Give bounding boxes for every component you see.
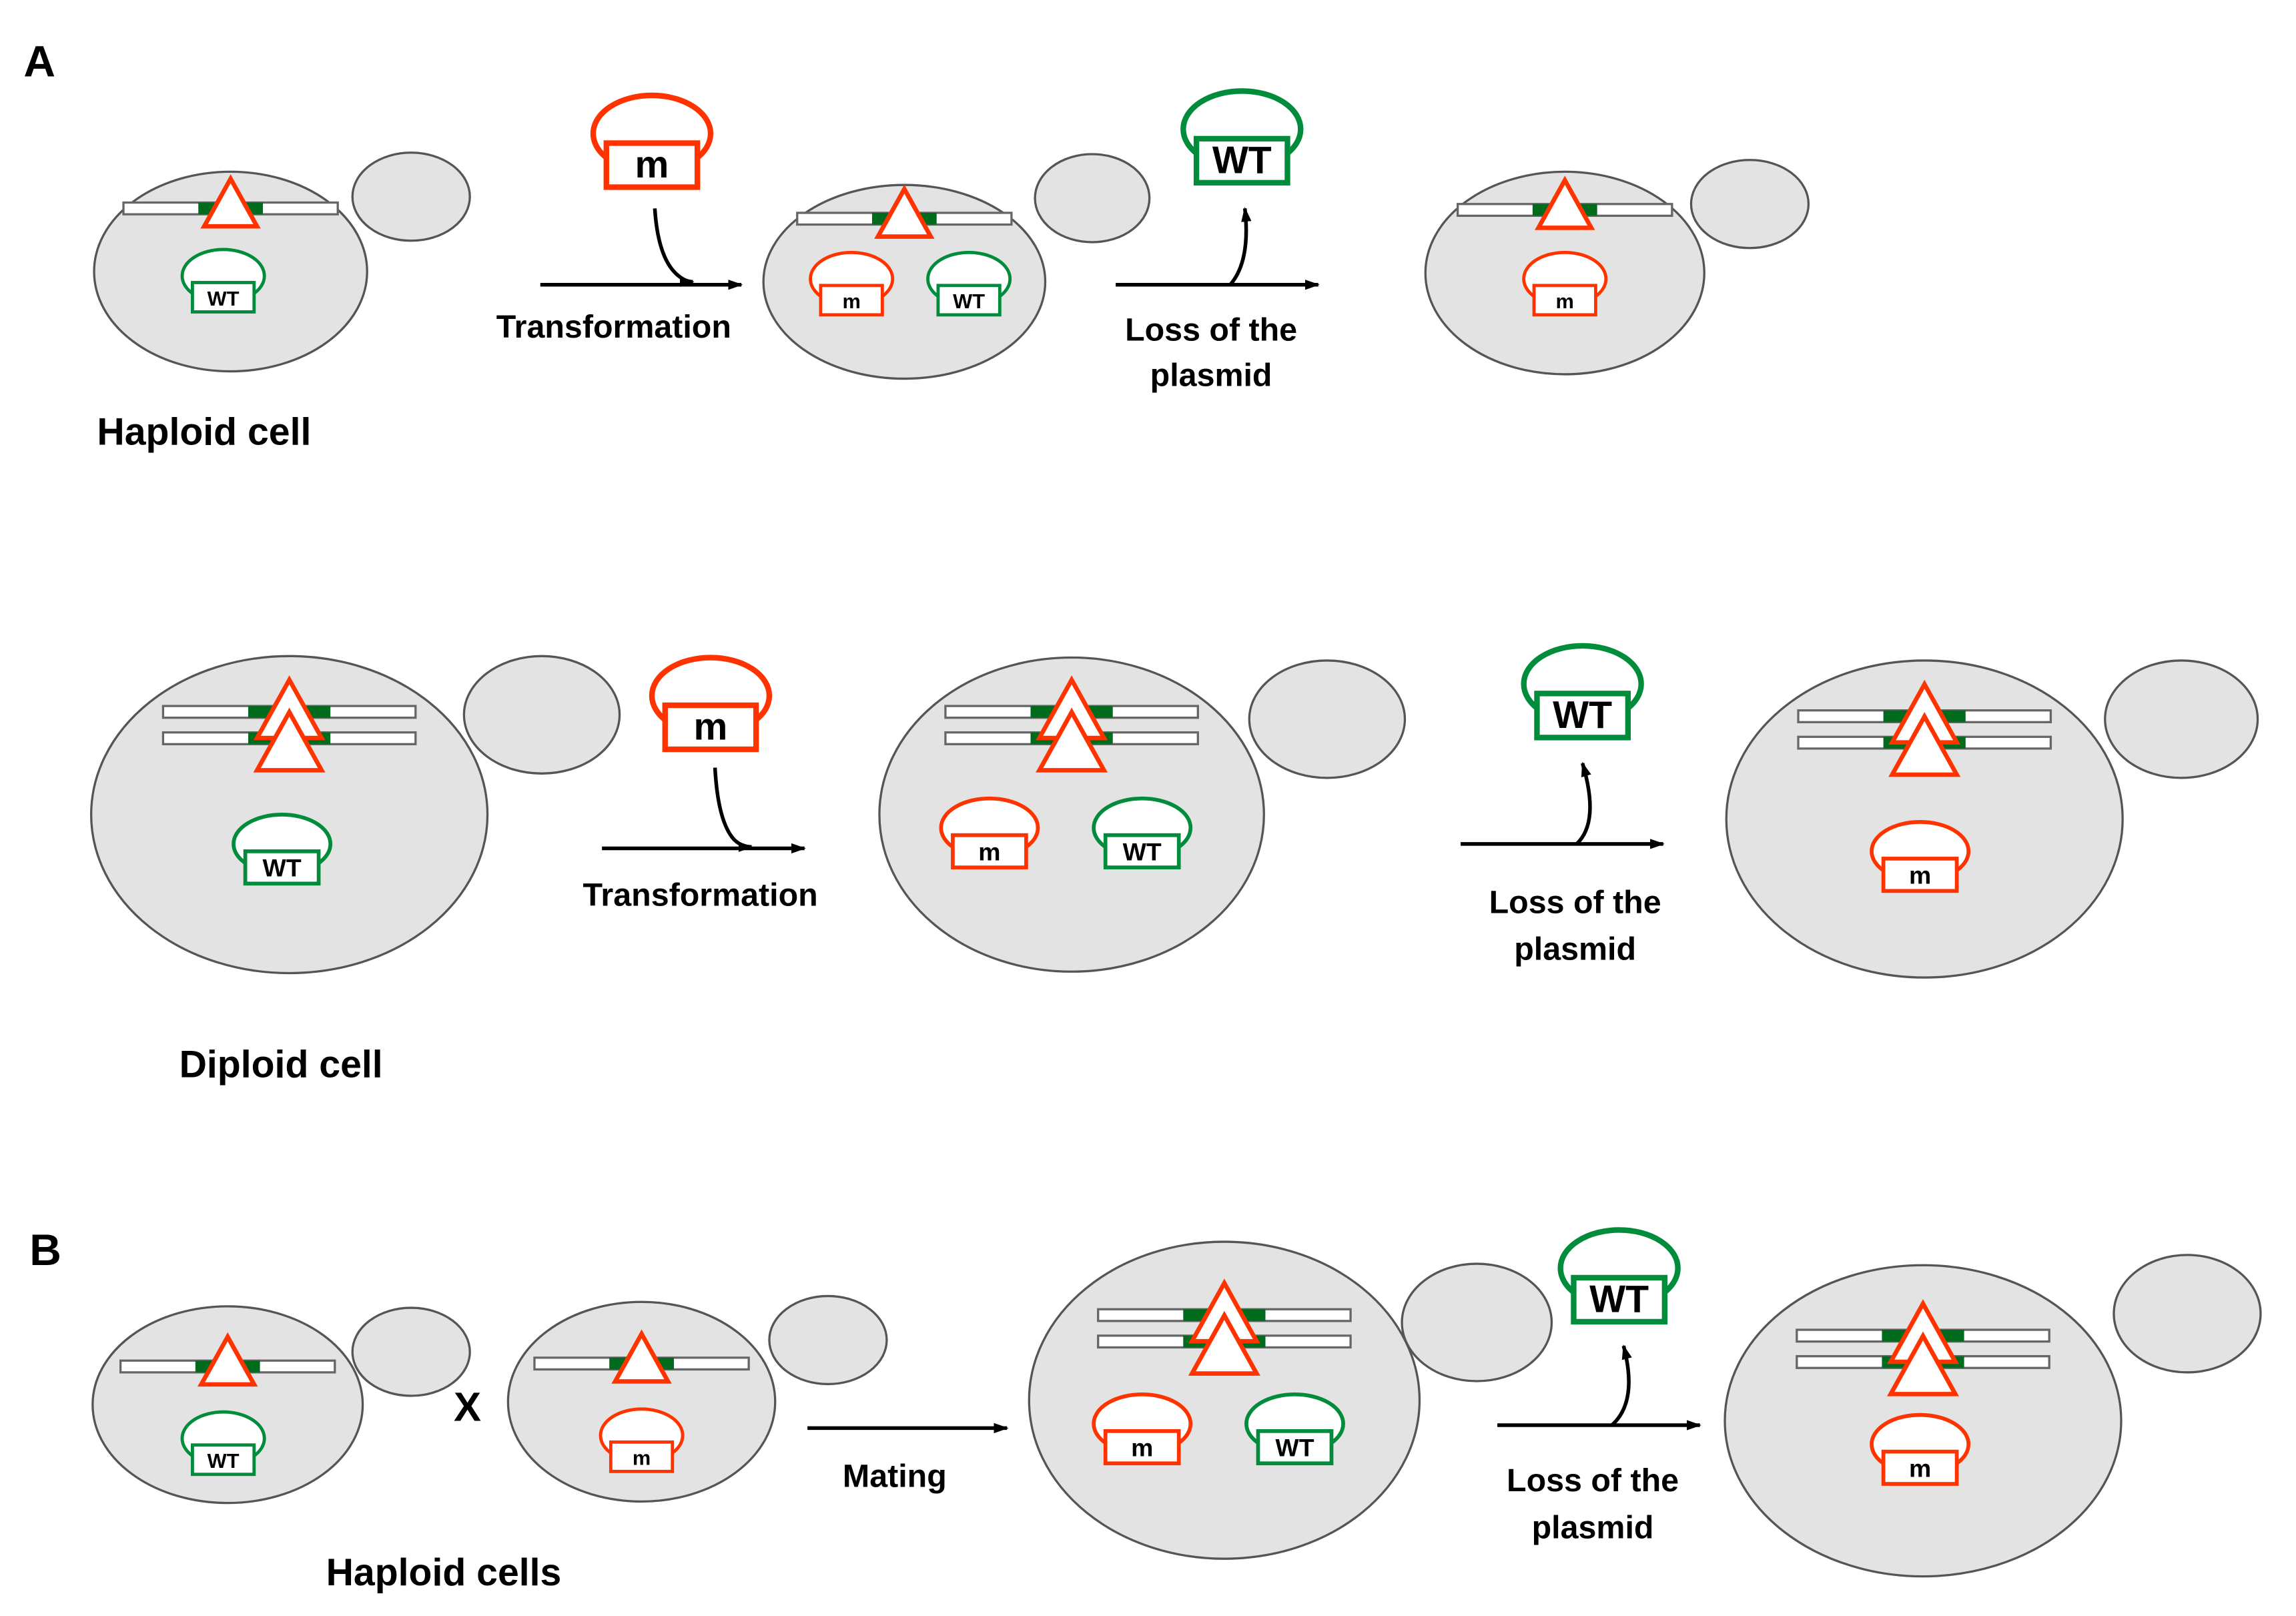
plasmid-wt-label: WT <box>1275 1434 1314 1462</box>
bud <box>1689 159 1810 250</box>
plasmid-wt-label: WT <box>953 290 985 313</box>
step-transformation-1: Transformation <box>496 309 731 345</box>
deletion-triangle <box>1535 175 1595 230</box>
step-loss-2-line1: Loss of the <box>1489 884 1661 920</box>
plasmid-mutant: m <box>809 250 895 317</box>
plasmid-wild-type: WT <box>1092 796 1193 869</box>
bud <box>1401 1262 1553 1382</box>
diploid-yeast-cell: m <box>1725 659 2259 979</box>
plasmid-m-label: m <box>842 290 860 313</box>
process-arrows <box>540 207 1701 1434</box>
deletion-triangle <box>1036 707 1108 773</box>
plasmid-wild-type: WT <box>1557 1227 1681 1325</box>
plasmid-mutant: m <box>590 92 714 190</box>
curve-out-3 <box>1610 1344 1632 1427</box>
panel-b-label: B <box>29 1225 61 1274</box>
plasmid-wt-label: WT <box>1589 1278 1649 1320</box>
plasmid-m-label: m <box>633 1447 651 1470</box>
diploid-yeast-cell: WT <box>89 655 621 975</box>
haploid-yeast-cell: m WT <box>762 153 1151 380</box>
deletion-triangle <box>253 707 326 773</box>
diploid-yeast-cell: m <box>1724 1254 2262 1578</box>
diploid-yeast-cell: m WT <box>878 656 1407 973</box>
step-loss-3-line2: plasmid <box>1532 1509 1654 1545</box>
deletion-triangle <box>198 1332 258 1387</box>
panel-a-label: A <box>23 36 55 85</box>
plasmid-m-label: m <box>635 143 669 186</box>
plasmid-m-label: m <box>978 837 1000 865</box>
plasmid-mutant: m <box>1870 820 1971 893</box>
plasmid-wild-type: WT <box>1244 1392 1345 1466</box>
step-transformation-2: Transformation <box>583 877 818 913</box>
deletion-triangle <box>1888 712 1961 777</box>
plasmid-wt-label: WT <box>263 854 302 882</box>
bud <box>2113 1254 2262 1374</box>
bud <box>462 655 621 775</box>
plasmid-mutant: m <box>1522 250 1608 317</box>
cell-body <box>91 1305 364 1505</box>
bud <box>1034 153 1151 244</box>
caption-haploid-cells: Haploid cells <box>326 1551 562 1594</box>
bud <box>351 151 471 242</box>
bud <box>1248 659 1407 779</box>
plasmid-wt-label: WT <box>1123 837 1162 865</box>
plasmid-mutant: m <box>649 655 773 753</box>
step-loss-1-line2: plasmid <box>1150 358 1272 394</box>
curve-out-2 <box>1575 761 1592 845</box>
curve-in-1 <box>653 208 695 288</box>
plasmid-mutant: m <box>939 796 1040 869</box>
plasmid-wt-label: WT <box>1553 694 1612 737</box>
plasmid-wild-type: WT <box>180 248 266 314</box>
haploid-yeast-cell: m <box>1424 159 1810 376</box>
plasmid-mutant: m <box>1092 1392 1193 1466</box>
plasmid-m-label: m <box>1131 1434 1153 1462</box>
step-mating: Mating <box>843 1458 947 1494</box>
deletion-triangle <box>1188 1310 1260 1376</box>
plasmid-wild-type: WT <box>180 1410 266 1477</box>
plasmid-wild-type: WT <box>232 813 333 886</box>
plasmid-wild-type: WT <box>1180 88 1304 186</box>
step-loss-3-line1: Loss of the <box>1507 1463 1679 1499</box>
haploid-yeast-cell: m <box>506 1294 888 1503</box>
plasmid-m-label: m <box>1909 861 1931 889</box>
bud <box>768 1294 888 1386</box>
plasmid-wt-label: WT <box>208 1449 240 1473</box>
curve-out-1 <box>1228 207 1252 286</box>
caption-haploid-cell: Haploid cell <box>97 411 311 454</box>
plasmid-wt-label: WT <box>208 287 240 310</box>
haploid-yeast-cell: WT <box>93 151 471 373</box>
plasmid-wt-label: WT <box>1212 139 1272 181</box>
bud <box>351 1306 471 1397</box>
haploid-yeast-cell: WT <box>91 1305 471 1505</box>
plasmid-m-label: m <box>1909 1454 1931 1482</box>
plasmid-m-label: m <box>694 705 728 748</box>
curve-in-2 <box>713 767 753 852</box>
plasmid-mutant: m <box>599 1407 685 1473</box>
plasmid-wild-type: WT <box>926 250 1012 317</box>
bud <box>2104 659 2259 779</box>
deletion-triangle <box>874 184 935 239</box>
cell-body <box>506 1300 777 1503</box>
plasmid-mutant: m <box>1870 1412 1971 1486</box>
plasmid-m-label: m <box>1556 290 1574 313</box>
diploid-yeast-cell: m WT <box>1028 1240 1553 1560</box>
cross-symbol: X <box>454 1384 481 1430</box>
step-loss-1-line1: Loss of the <box>1125 312 1297 348</box>
deletion-triangle <box>1887 1331 1960 1396</box>
deletion-triangle <box>611 1329 672 1384</box>
plasmid-wild-type: WT <box>1521 643 1644 741</box>
caption-diploid-cell: Diploid cell <box>179 1044 383 1086</box>
deletion-triangle <box>200 174 261 229</box>
step-loss-2-line2: plasmid <box>1514 931 1636 967</box>
